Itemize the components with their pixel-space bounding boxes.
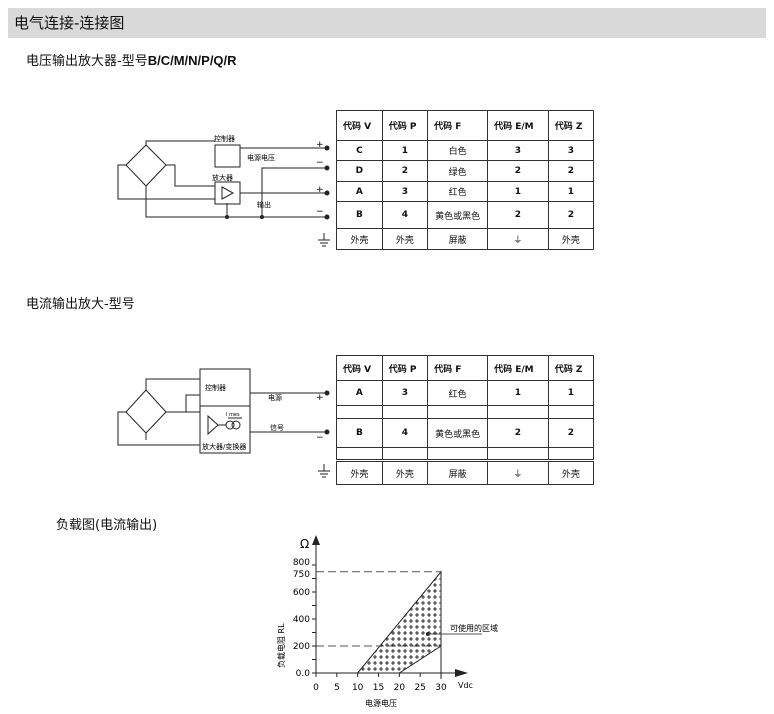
chart-title: 负载图(电流输出) [56,518,158,533]
table-cell: 外壳 [381,460,429,485]
y-tick-label: 400 [293,615,310,625]
section-header: 电气连接-连接图 [8,8,766,38]
y-tick-label: 800 [293,558,310,568]
x-label: 电源电压 [365,698,397,708]
svg-text:+: + [316,140,324,150]
signal-label: 信号 [270,423,284,432]
x-tick-label: 10 [352,683,364,693]
x-arrow [455,669,468,677]
x-tick-label: 25 [414,683,425,693]
svg-text:−: − [316,433,324,443]
ground-row: 外壳外壳屏蔽⏚外壳 [336,460,595,485]
table-cell: 外壳 [547,228,595,250]
svg-text:+: + [316,185,324,195]
ground-row: 外壳外壳屏蔽⏚外壳 [336,228,595,250]
table-cell: 红色 [427,380,489,406]
x-tick-label: 0 [313,683,319,693]
column-header: 代码 V [336,110,383,141]
table-cell: 外壳 [336,460,383,485]
region-label: 可使用的区域 [450,623,498,633]
table-cell: B [336,201,383,229]
table-cell: 外壳 [547,460,595,485]
current-label: I mes [226,412,240,418]
table-cell: 屏蔽 [427,228,489,250]
controller-label: 控制器 [214,134,235,143]
y-tick-label: 0.0 [296,669,311,679]
y-arrow [312,535,320,545]
column-header: 代码 P [381,110,429,141]
table-cell: 黄色或黑色 [427,201,489,229]
table-cell: 屏蔽 [427,460,489,485]
column-header: 代码 Z [547,110,595,141]
supply-label: 电源电压 [247,153,275,162]
x-tick-label: 15 [373,683,384,693]
controller-label-2: 控制器 [205,383,226,392]
table-cell: 2 [547,418,595,448]
y-tick-label: 750 [293,570,310,580]
table-cell: 外壳 [381,228,429,250]
y-unit: Ω [300,537,309,551]
amplifier-label: 放大器 [212,173,233,182]
table-cell: B [336,418,383,448]
svg-text:−: − [316,207,324,217]
x-tick-label: 20 [394,683,406,693]
table-cell: 2 [487,201,549,229]
x-unit: Vdc [458,681,473,690]
voltage-title: 电压输出放大器-型号B/C/M/N/P/Q/R [26,53,237,69]
x-tick-label: 5 [334,683,340,693]
column-header: 代码 E/M [487,110,549,141]
y-tick-label: 200 [293,642,310,652]
y-label: 负载电阻 RL [276,623,286,668]
output-label: 输出 [257,200,271,209]
table-cell: 黄色或黑色 [427,418,489,448]
current-title: 电流输出放大-型号 [26,297,135,312]
supply-label-2: 电源 [268,393,282,402]
column-header: 代码 F [427,110,489,141]
x-tick-label: 30 [435,683,447,693]
table-cell: 2 [547,160,595,182]
amp-converter-label: 放大器/变换器 [202,442,246,451]
svg-text:+: + [316,393,324,403]
table-cell: 4 [381,418,429,448]
usable-region [356,570,442,674]
svg-text:−: − [316,158,324,168]
table-cell: 1 [487,380,549,406]
y-tick-label: 600 [293,588,310,598]
